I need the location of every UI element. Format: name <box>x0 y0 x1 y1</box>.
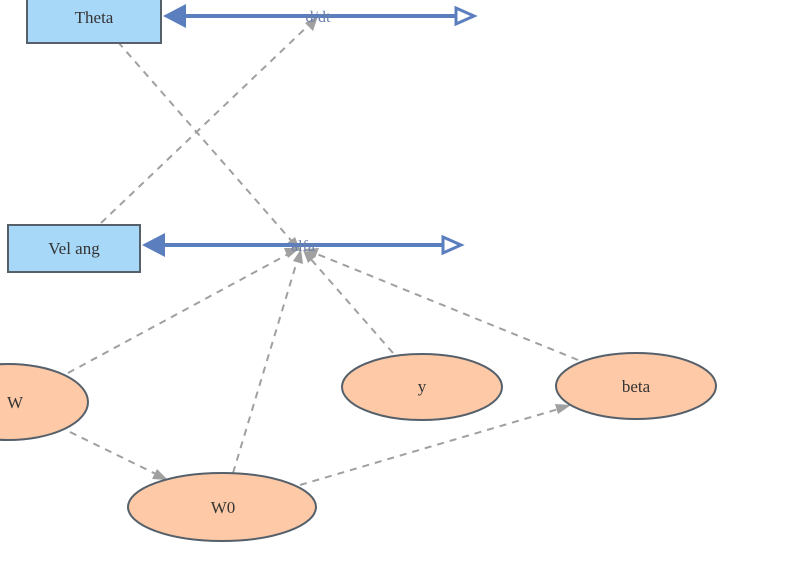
flow-label-d-dt: d/dt <box>306 9 331 26</box>
link-arrowhead <box>555 404 571 414</box>
auxiliary-label-w: W <box>7 393 24 412</box>
link-w0-to-beta[interactable] <box>299 407 563 486</box>
stock-box <box>7 224 141 273</box>
link-w-to-alfa[interactable] <box>67 251 293 374</box>
flow-arrowhead-into-theta <box>163 4 186 28</box>
link-w-to-w0[interactable] <box>69 431 161 477</box>
auxiliary-ellipse <box>555 352 717 420</box>
link-arrowhead <box>305 16 318 31</box>
auxiliary-label-y: y <box>418 377 427 396</box>
auxiliary-beta[interactable]: beta <box>555 352 717 420</box>
stock-theta[interactable]: Theta <box>26 0 162 44</box>
flow-d-dt[interactable]: d/dt <box>163 4 478 28</box>
link-theta-to-alfa[interactable] <box>117 41 297 247</box>
auxiliary-y[interactable]: y <box>341 353 503 421</box>
flow-arrowhead-outflow <box>454 5 478 27</box>
link-arrowhead <box>303 250 316 263</box>
auxiliary-w0[interactable]: W0 <box>127 472 317 542</box>
link-arrowhead <box>293 249 303 264</box>
link-vel-ang-to-d-dt[interactable] <box>100 21 313 224</box>
link-arrowhead <box>304 248 319 258</box>
flow-alfa[interactable]: alfa <box>142 233 465 257</box>
auxiliary-ellipse <box>127 472 317 542</box>
auxiliary-w[interactable]: W <box>0 363 89 441</box>
link-w0-to-alfa[interactable] <box>232 257 299 474</box>
stock-label-vel-ang: Vel ang <box>48 239 100 258</box>
links <box>67 16 579 486</box>
link-arrowhead <box>284 248 300 258</box>
flow-arrowhead-outflow <box>441 234 465 256</box>
link-y-to-alfa[interactable] <box>308 256 394 354</box>
link-arrowhead <box>152 469 168 480</box>
stock-vel-ang[interactable]: Vel ang <box>7 224 141 273</box>
link-beta-to-alfa[interactable] <box>311 251 579 361</box>
flow-label-alfa: alfa <box>291 238 315 255</box>
auxiliary-ellipse <box>0 363 89 441</box>
auxiliary-ellipse <box>341 353 503 421</box>
auxiliary-label-w0: W0 <box>211 498 236 517</box>
stock-label-theta: Theta <box>75 8 114 27</box>
auxiliary-label-beta: beta <box>622 377 651 396</box>
stock-box <box>26 0 162 44</box>
flow-arrowhead-into-vel-ang <box>142 233 165 257</box>
